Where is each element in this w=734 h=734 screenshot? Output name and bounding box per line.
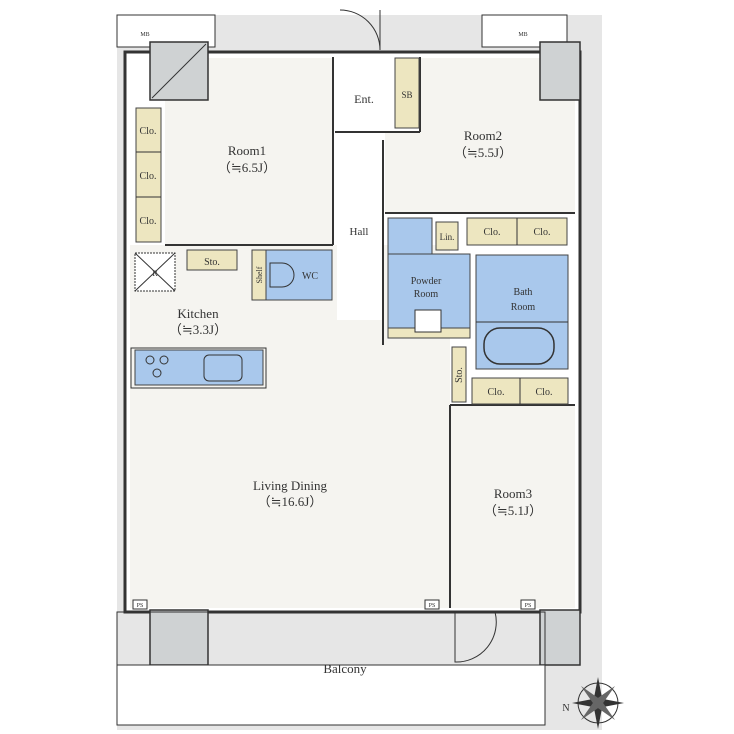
- balcony-outline: [116, 611, 546, 726]
- columns: [149, 41, 581, 666]
- svg-text:Sto.: Sto.: [204, 257, 220, 268]
- room1-size: （≒6.5J）: [218, 160, 276, 175]
- svg-text:Bath: Bath: [514, 287, 533, 298]
- bath-room: Bath Room: [475, 254, 569, 370]
- mb-label-left: MB: [140, 32, 149, 38]
- kitchen-size: （≒3.3J）: [169, 322, 227, 337]
- svg-text:Clo.: Clo.: [140, 216, 157, 227]
- svg-text:R: R: [152, 269, 158, 278]
- entrance-label: Ent.: [354, 92, 374, 106]
- compass-icon: N: [562, 677, 624, 729]
- balcony-door: [454, 611, 497, 663]
- svg-text:Clo.: Clo.: [484, 227, 501, 238]
- room3-label: Room3: [494, 486, 532, 501]
- svg-text:N: N: [562, 703, 569, 714]
- room1-label: Room1: [228, 143, 266, 158]
- svg-text:Shelf: Shelf: [255, 266, 264, 283]
- svg-text:PS: PS: [429, 603, 436, 609]
- kitchen-counter: [130, 347, 267, 389]
- room3-closets: Clo. Clo. Sto.: [451, 346, 569, 405]
- living-label: Living Dining: [253, 478, 328, 493]
- svg-text:Clo.: Clo.: [140, 171, 157, 182]
- mb-label-right: MB: [518, 32, 527, 38]
- room1-closets: Clo. Clo. Clo. Sto. R: [134, 107, 238, 292]
- svg-text:WC: WC: [302, 271, 318, 282]
- living-size: （≒16.6J）: [258, 494, 323, 509]
- shoe-box: [394, 57, 420, 129]
- svg-text:Room: Room: [414, 289, 439, 300]
- svg-text:Sto.: Sto.: [454, 367, 465, 383]
- svg-text:Lin.: Lin.: [440, 232, 455, 242]
- sb-label: SB: [401, 90, 412, 100]
- interior-walls: [165, 57, 575, 608]
- svg-text:Clo.: Clo.: [536, 387, 553, 398]
- entrance-door: [339, 9, 381, 51]
- svg-text:PS: PS: [525, 603, 532, 609]
- room2-size: （≒5.5J）: [454, 145, 512, 160]
- svg-text:Room: Room: [511, 302, 536, 313]
- kitchen-label: Kitchen: [177, 306, 219, 321]
- room3-size: （≒5.1J）: [484, 503, 542, 518]
- room2-closets: Clo. Clo. Lin.: [435, 217, 568, 251]
- svg-text:PS: PS: [137, 603, 144, 609]
- svg-text:Clo.: Clo.: [140, 126, 157, 137]
- ps-boxes: PS PS PS: [132, 599, 536, 610]
- room2-label: Room2: [464, 128, 502, 143]
- room-labels: Room1 （≒6.5J） Room2 （≒5.5J） Room3 （≒5.1J…: [169, 92, 542, 676]
- powder-room: Powder Room: [387, 217, 471, 339]
- svg-text:Clo.: Clo.: [534, 227, 551, 238]
- balcony-label: Balcony: [323, 661, 367, 676]
- svg-text:Powder: Powder: [411, 276, 442, 287]
- svg-text:Clo.: Clo.: [488, 387, 505, 398]
- wc: Shelf WC: [251, 249, 333, 301]
- hall-label: Hall: [350, 226, 369, 238]
